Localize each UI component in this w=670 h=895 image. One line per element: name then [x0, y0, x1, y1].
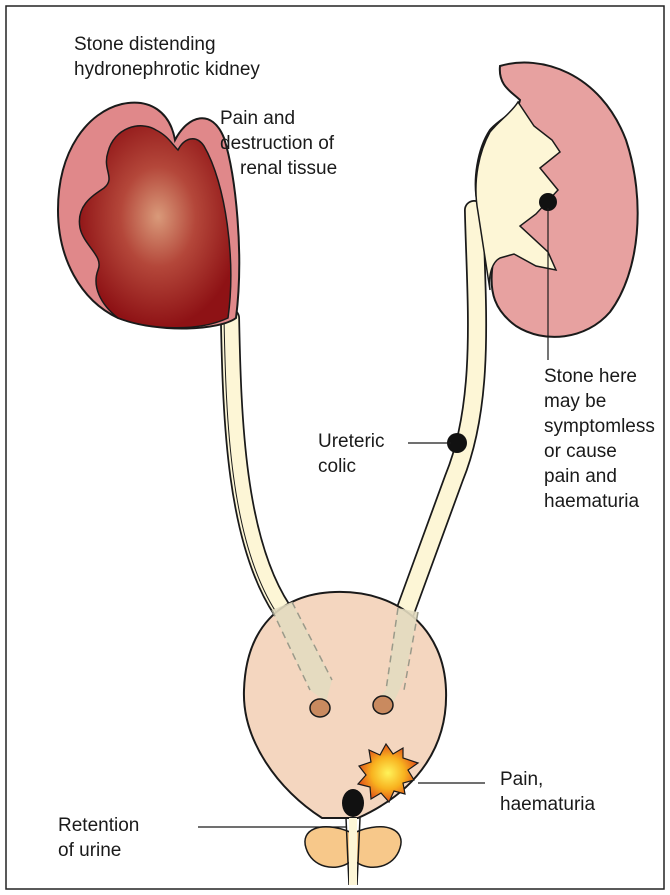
label-line: may be [544, 389, 655, 414]
label-line: Pain, [500, 767, 595, 792]
label-line: Retention [58, 813, 139, 838]
label-retention: Retention of urine [58, 813, 139, 863]
hydronephrotic-kidney [58, 103, 239, 329]
prostate [305, 818, 401, 885]
bladder [244, 592, 446, 818]
label-line: haematuria [544, 489, 655, 514]
label-line: of urine [58, 838, 139, 863]
label-line: hydronephrotic kidney [74, 57, 260, 82]
label-bladder-stone: Pain, haematuria [500, 767, 595, 817]
label-line: or cause [544, 439, 655, 464]
label-line: renal tissue [218, 156, 370, 181]
label-line: Ureteric [318, 429, 385, 454]
label-line: haematuria [500, 792, 595, 817]
label-line: pain and [544, 464, 655, 489]
urethral-stone [342, 789, 364, 817]
left-ureter [224, 318, 282, 612]
label-line: colic [318, 454, 385, 479]
label-renal-damage: Pain and destruction of renal tissue [218, 106, 370, 181]
label-line: Stone distending [74, 32, 260, 57]
label-renal-pelvis-stone: Stone here may be symptomless or cause p… [544, 364, 655, 514]
label-line: symptomless [544, 414, 655, 439]
label-line: Pain and [218, 106, 370, 131]
label-line: Stone here [544, 364, 655, 389]
label-ureteric-colic: Ureteric colic [318, 429, 385, 479]
label-hydronephrosis: Stone distending hydronephrotic kidney [74, 32, 260, 82]
right-ureter [405, 210, 477, 612]
label-line: destruction of [218, 131, 370, 156]
